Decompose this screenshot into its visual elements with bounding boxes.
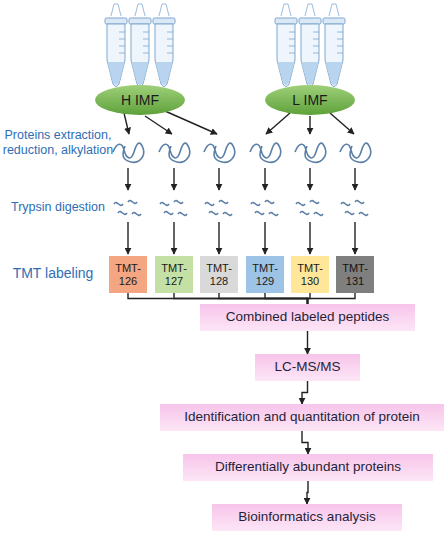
merge-connector <box>308 293 356 304</box>
flow-arrow <box>127 222 128 254</box>
merge-connector <box>174 293 308 304</box>
flow-arrow <box>266 113 290 134</box>
sample-tube <box>275 4 297 87</box>
merge-connector <box>308 293 311 304</box>
node-label: H IMF <box>121 92 159 109</box>
process-box: Bioinformatics analysis <box>212 504 402 531</box>
flow-arrow <box>145 116 172 134</box>
flow-arrow <box>264 222 265 254</box>
node-label: Bioinformatics analysis <box>238 509 375 525</box>
flow-arrow <box>127 168 128 190</box>
flow-arrow <box>307 331 308 354</box>
sample-tube <box>323 4 345 87</box>
flow-arrow <box>330 113 354 134</box>
node-label: LC-MS/MS <box>274 359 340 375</box>
step-label: TMT labeling <box>0 265 106 282</box>
peptide-fragments <box>251 201 278 216</box>
node-label: Identification and quantitation of prote… <box>184 409 420 425</box>
ellipse-fill <box>95 85 185 115</box>
process-box: LC-MS/MS <box>255 354 360 381</box>
flow-arrow <box>165 111 217 134</box>
flow-arrow <box>173 168 174 190</box>
tmt-tag-box: TMT-129 <box>246 256 284 293</box>
step-label: Trypsin digestion <box>4 200 112 215</box>
flow-arrow <box>218 168 219 190</box>
node-label: Differentially abundant proteins <box>215 459 401 475</box>
tag-label: TMT-128 <box>200 262 238 287</box>
tmt-tag-box: TMT-130 <box>291 256 329 293</box>
tmt-tag-box: TMT-127 <box>155 256 193 293</box>
protein-coil <box>204 143 235 162</box>
process-box: Identification and quantitation of prote… <box>160 404 444 431</box>
protein-coil <box>340 143 371 162</box>
process-box: Differentially abundant proteins <box>183 454 433 481</box>
flow-arrow <box>309 222 310 254</box>
tmt-tag-box: TMT-131 <box>336 256 374 293</box>
peptide-fragments <box>341 201 368 216</box>
flow-arrow <box>354 222 355 254</box>
protein-coil <box>159 143 190 162</box>
peptide-fragments <box>114 201 141 216</box>
merge-connector <box>128 293 308 304</box>
tmt-tag-box: TMT-126 <box>109 256 147 293</box>
flow-arrow <box>264 168 265 190</box>
flow-arrow <box>354 168 355 190</box>
sample-tube <box>129 4 151 87</box>
flow-arrow <box>307 481 308 504</box>
flow-arrow <box>302 431 308 454</box>
tag-label: TMT-131 <box>336 262 374 287</box>
protein-coil <box>113 143 144 162</box>
peptide-fragments <box>205 201 232 216</box>
tag-label: TMT-129 <box>246 262 284 287</box>
flow-arrow <box>309 116 310 134</box>
step-label: Proteins extraction, reduction, alkylati… <box>2 128 114 158</box>
flow-arrows <box>124 111 355 254</box>
merge-connector <box>265 293 308 304</box>
sample-ellipse: H IMF <box>95 85 185 115</box>
sample-tube <box>153 4 175 87</box>
node-label: Combined labeled peptides <box>226 309 390 325</box>
tmt-tag-box: TMT-128 <box>200 256 238 293</box>
flow-arrow <box>309 168 310 190</box>
peptide-fragments <box>296 201 323 216</box>
node-label: L IMF <box>292 92 327 109</box>
flow-arrow <box>302 381 308 404</box>
protein-coil <box>250 143 281 162</box>
sample-tube <box>105 4 127 87</box>
tag-label: TMT-126 <box>109 262 147 287</box>
peptide-fragments <box>160 201 187 216</box>
tag-label: TMT-127 <box>155 262 193 287</box>
merge-connector <box>219 293 308 304</box>
sample-tube <box>299 4 321 87</box>
tag-label: TMT-130 <box>291 262 329 287</box>
flow-arrow <box>124 113 129 134</box>
sample-ellipse: L IMF <box>265 85 355 115</box>
ellipse-fill <box>265 85 355 115</box>
flow-arrow <box>218 222 219 254</box>
flow-arrow <box>173 222 174 254</box>
process-box: Combined labeled peptides <box>200 304 415 331</box>
protein-coil <box>295 143 326 162</box>
